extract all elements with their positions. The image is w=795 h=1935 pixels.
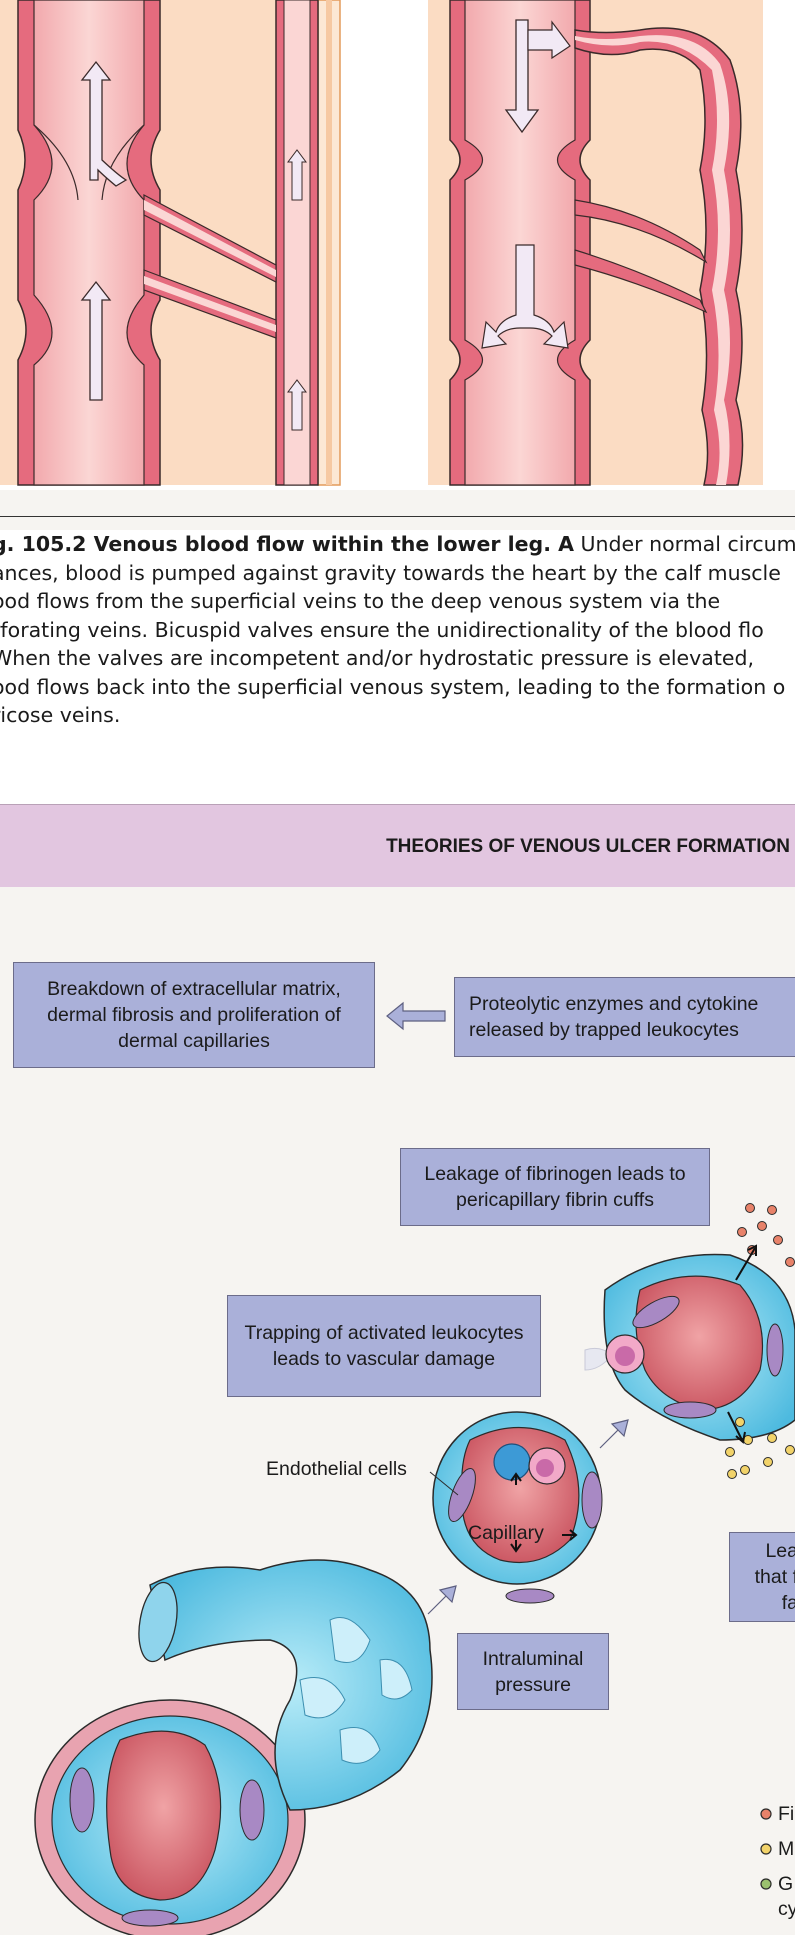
box-leak-text: Lea <box>765 1540 795 1562</box>
box-leak-text: that f <box>754 1566 795 1588</box>
caption-line: When the valves are incompetent and/or h… <box>0 646 755 670</box>
up-arrow-icon <box>80 60 128 187</box>
up-arrow-icon <box>80 280 112 401</box>
legend-dot-macromolecule <box>760 1843 772 1855</box>
vessel-tube <box>138 1559 433 1811</box>
leaky-capillary-illustration <box>584 1203 795 1479</box>
endothelial-label: Endothelial cells <box>266 1458 407 1480</box>
macromolecule-dots <box>725 1417 795 1479</box>
box-leakage-fibrinogen: Leakage of fibrinogen leads to pericapil… <box>400 1148 710 1226</box>
panel-a-superficial-vein <box>275 0 319 486</box>
venous-flow-figure <box>0 0 795 490</box>
leukocyte-cell <box>528 1447 566 1485</box>
panel-a-deep-vein <box>17 0 161 486</box>
split-arrow-icon <box>481 244 569 349</box>
box-leak-partial: Lea that f fa <box>729 1532 795 1622</box>
box-trapping: Trapping of activated leukocytes leads t… <box>227 1295 541 1397</box>
venous-flow-illustration <box>0 0 763 486</box>
box-intraluminal: Intraluminal pressure <box>457 1633 609 1710</box>
section-band: THEORIES OF VENOUS ULCER FORMATION <box>0 804 795 887</box>
left-arrow-icon <box>386 1001 446 1031</box>
spacer <box>0 730 795 804</box>
section-title: THEORIES OF VENOUS ULCER FORMATION <box>386 836 790 857</box>
legend-label: M <box>778 1838 795 1860</box>
capillary-illustration <box>432 1411 603 1604</box>
legend-dot-fibrinogen <box>760 1808 772 1820</box>
legend-label: cy <box>778 1898 795 1920</box>
figure-caption: g. 105.2 Venous blood flow within the lo… <box>0 530 795 730</box>
right-arrow-icon <box>527 20 571 60</box>
legend-label: G <box>778 1873 794 1895</box>
leukocyte-cluster <box>493 1443 531 1481</box>
caption-divider <box>0 516 795 517</box>
legend-label: Fi <box>778 1803 795 1825</box>
caption-line: g. 105.2 Venous blood flow within the lo… <box>0 532 795 556</box>
box-breakdown: Breakdown of extracellular matrix, derma… <box>13 962 375 1068</box>
fibrinogen-dots <box>737 1203 795 1267</box>
endothelial-leader <box>429 1471 459 1496</box>
capillary-label: Capillary <box>468 1522 544 1544</box>
panel-b-deep-vein <box>449 0 591 486</box>
caption-line: ricose veins. <box>0 703 121 727</box>
caption-line: ances, blood is pumped against gravity t… <box>0 560 781 585</box>
panel-b-varicose-vein <box>574 27 744 486</box>
vein-cross-section <box>34 1699 306 1935</box>
caption-line: ood flows back into the superficial veno… <box>0 674 786 699</box>
caption-line: ood flows from the superficial veins to … <box>0 589 721 613</box>
up-right-arrow-icon <box>427 1585 457 1615</box>
caption-line: rforating veins. Bicuspid valves ensure … <box>0 617 764 642</box>
legend-dot-growth <box>760 1878 772 1890</box>
panel-a-perforating-veins <box>143 194 277 339</box>
box-proteolytic: Proteolytic enzymes and cytokine release… <box>454 977 795 1057</box>
up-right-arrow-icon <box>599 1419 629 1449</box>
box-leak-text: fa <box>781 1592 795 1614</box>
